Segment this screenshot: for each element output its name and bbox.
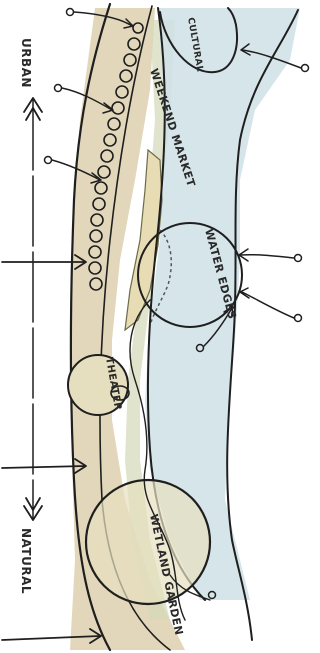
urban-label: URBAN: [19, 38, 33, 88]
natural-label: NATURAL: [19, 528, 33, 594]
